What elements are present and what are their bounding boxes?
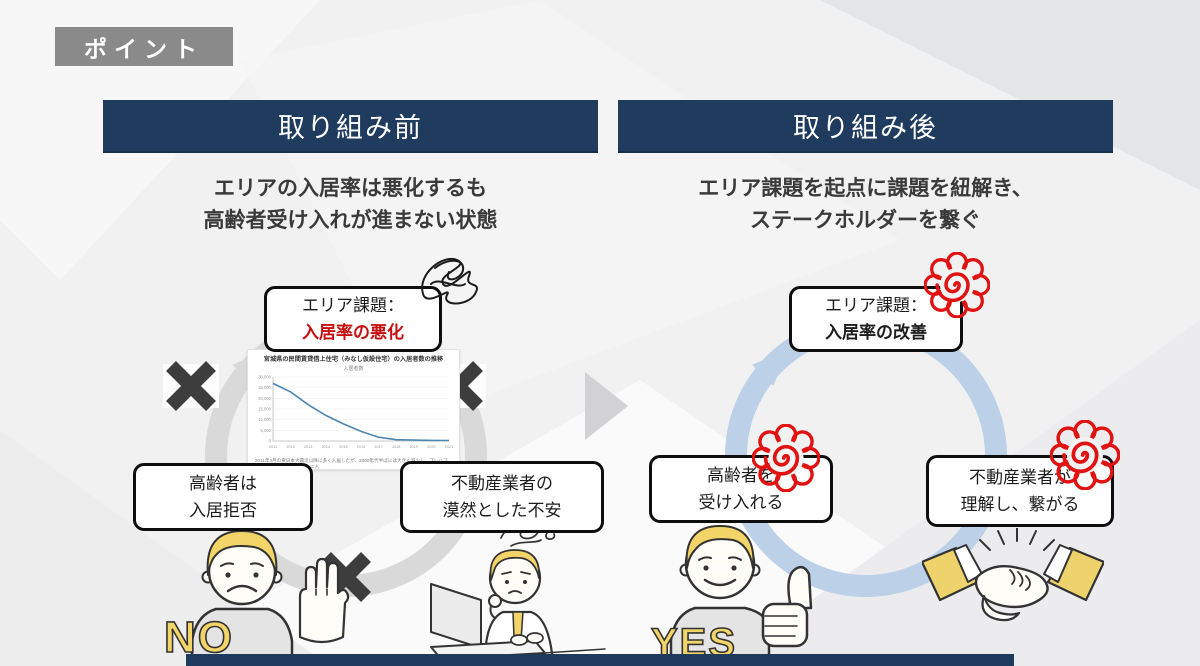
svg-text:2012: 2012 bbox=[286, 445, 294, 449]
x-mark-icon-left bbox=[163, 361, 219, 411]
before-agent-line1: 不動産業者の bbox=[451, 474, 553, 493]
person-thumbs-up-icon: YES bbox=[650, 525, 813, 663]
person-refusing-icon: NO bbox=[163, 530, 350, 657]
after-subtitle-line2: ステークホルダーを繋ぐ bbox=[750, 209, 981, 232]
svg-text:2017: 2017 bbox=[374, 445, 382, 449]
after-connect-line2: 理解し、繋がる bbox=[960, 495, 1080, 514]
after-connect-line1: 不動産業者が bbox=[969, 468, 1071, 487]
before-issue-line2: 入居率の悪化 bbox=[302, 323, 404, 342]
red-swirl-flower-icon-right bbox=[1050, 420, 1120, 490]
svg-text:15,000: 15,000 bbox=[258, 407, 271, 412]
chart-title: 宮城県の民間賃貸借上住宅（みなし仮設住宅）の入居者数の推移 bbox=[263, 356, 444, 363]
svg-text:20,000: 20,000 bbox=[258, 396, 271, 401]
before-subtitle: エリアの入居率は悪化するも 高齢者受け入れが進まない状態 bbox=[103, 173, 598, 237]
before-elderly-box: 高齢者は 入居拒否 bbox=[133, 463, 313, 531]
svg-text:2015: 2015 bbox=[339, 445, 347, 449]
before-subtitle-line2: 高齢者受け入れが進まない状態 bbox=[203, 209, 498, 232]
before-header: 取り組み前 bbox=[103, 100, 598, 153]
before-elderly-line1: 高齢者は bbox=[189, 474, 257, 493]
svg-text:2011: 2011 bbox=[269, 445, 277, 449]
svg-text:25,000: 25,000 bbox=[258, 385, 271, 390]
after-subtitle: エリア課題を起点に課題を紐解き、 ステークホルダーを繋ぐ bbox=[618, 173, 1113, 237]
after-accept-line1: 高齢者を bbox=[707, 466, 775, 485]
after-header: 取り組み後 bbox=[618, 100, 1113, 153]
before-issue-line1: エリア課題： bbox=[302, 296, 404, 315]
svg-text:2020: 2020 bbox=[427, 445, 435, 449]
before-agent-box: 不動産業者の 漠然とした不安 bbox=[400, 461, 604, 533]
before-issue-box: エリア課題： 入居率の悪化 bbox=[264, 286, 442, 352]
before-agent-line2: 漠然とした不安 bbox=[442, 501, 562, 520]
right-triangle-arrow-icon bbox=[585, 372, 628, 440]
svg-text:2019: 2019 bbox=[410, 445, 418, 449]
no-text: NO bbox=[164, 613, 234, 657]
before-elderly-line2: 入居拒否 bbox=[189, 501, 257, 520]
red-swirl-flower-icon-top bbox=[924, 252, 990, 318]
after-subtitle-line1: エリア課題を起点に課題を紐解き、 bbox=[698, 177, 1033, 200]
bottom-accent-bar bbox=[186, 654, 1014, 666]
svg-text:2013: 2013 bbox=[304, 445, 312, 449]
occupancy-line-chart: 30,000 25,000 20,000 15,000 10,000 5,000 02011… bbox=[258, 375, 453, 450]
after-accept-line2: 受け入れる bbox=[698, 493, 784, 512]
red-swirl-flower-icon-left bbox=[752, 424, 820, 492]
svg-text:0: 0 bbox=[269, 439, 272, 444]
tangled-scribble-icon bbox=[421, 257, 478, 305]
svg-text:10,000: 10,000 bbox=[258, 417, 271, 422]
before-subtitle-line1: エリアの入居率は悪化するも bbox=[214, 177, 487, 200]
occupancy-chart-card: 宮城県の民間賃貸借上住宅（みなし仮設住宅）の入居者数の推移 入居者数 30,00… bbox=[247, 349, 460, 470]
svg-text:2014: 2014 bbox=[322, 445, 330, 449]
point-label: ポイント bbox=[55, 27, 233, 66]
chart-legend: 入居者数 bbox=[343, 366, 364, 372]
after-issue-line2: 入居率の改善 bbox=[825, 323, 927, 342]
svg-text:2018: 2018 bbox=[392, 445, 400, 449]
handshake-icon bbox=[922, 528, 1104, 622]
after-accept-box: 高齢者を 受け入れる bbox=[649, 455, 833, 523]
svg-text:5,000: 5,000 bbox=[261, 428, 272, 433]
after-issue-line1: エリア課題： bbox=[825, 296, 927, 315]
svg-text:2016: 2016 bbox=[357, 445, 365, 449]
svg-text:2021: 2021 bbox=[445, 445, 453, 449]
svg-text:30,000: 30,000 bbox=[258, 375, 271, 380]
worried-person-at-laptop-icon bbox=[423, 523, 606, 662]
